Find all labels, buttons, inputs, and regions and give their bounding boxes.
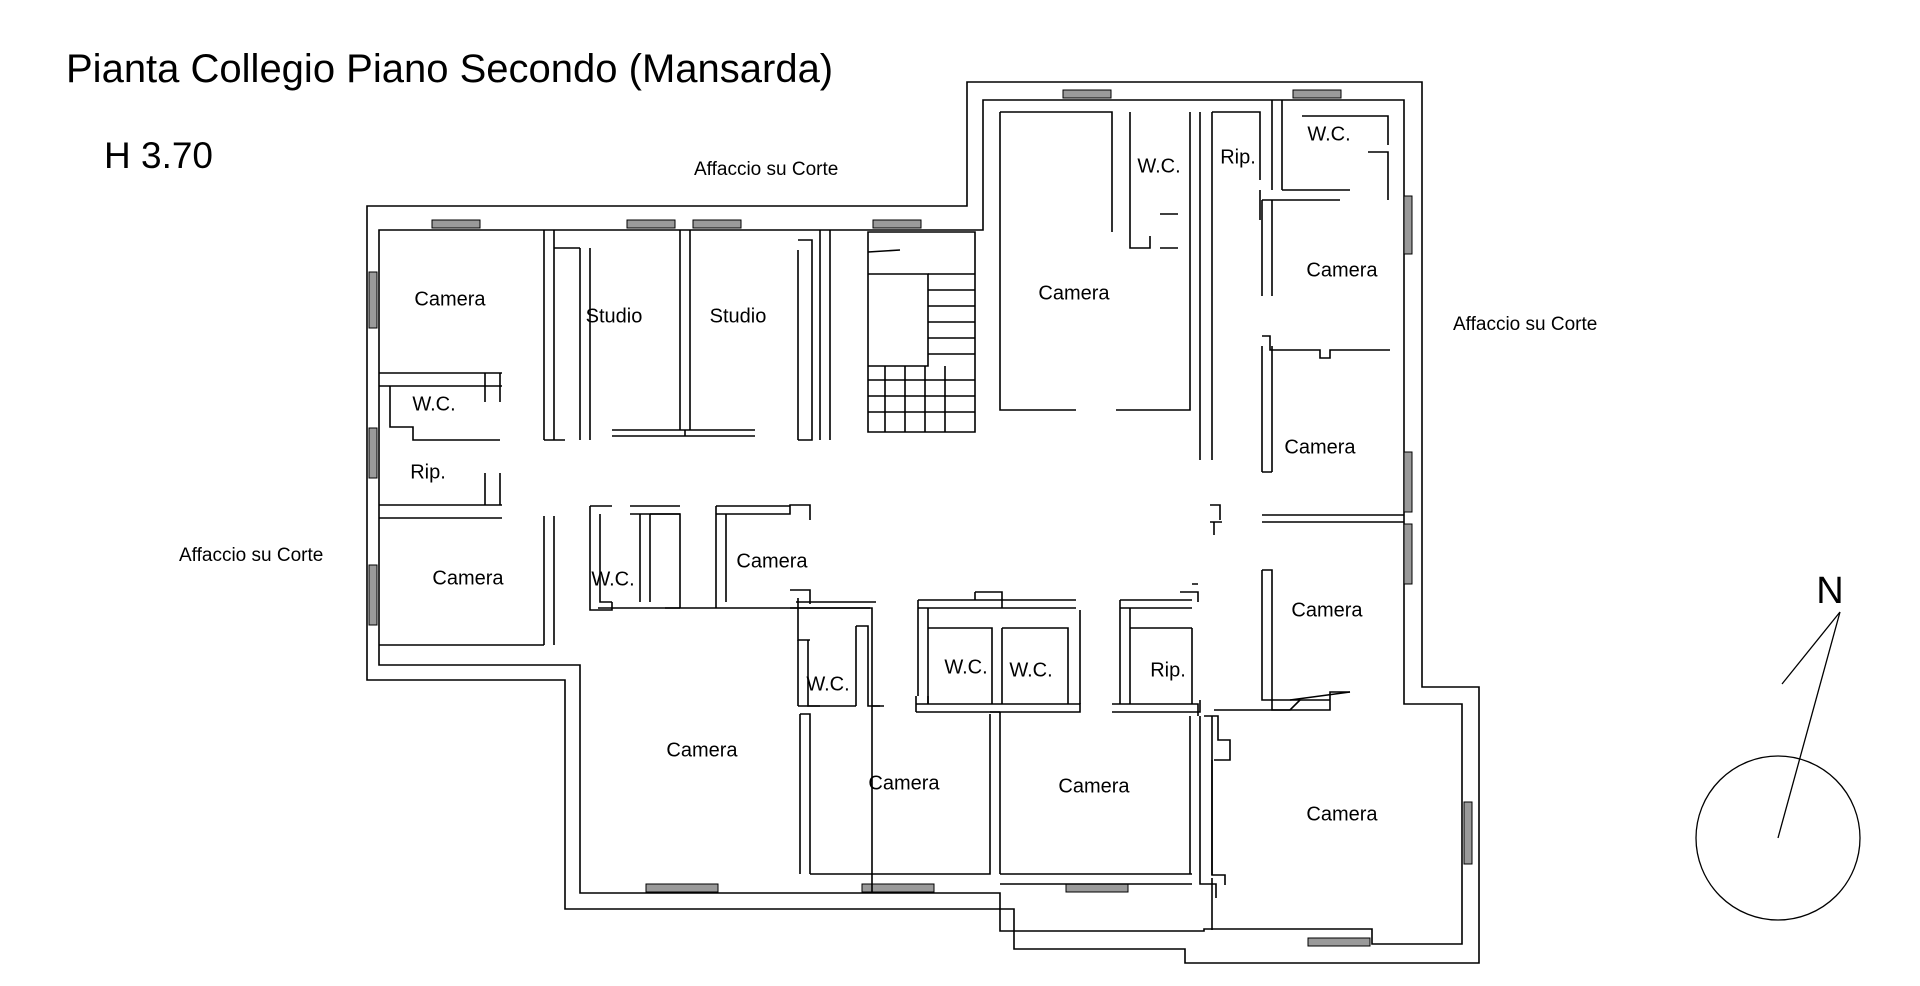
room-wc-5: W.C. — [806, 673, 849, 695]
plan-title: Pianta Collegio Piano Secondo (Mansarda) — [66, 47, 833, 91]
north-needle — [1777, 611, 1841, 839]
room-camera-5: Camera — [432, 567, 504, 589]
room-wc-1: W.C. — [1137, 155, 1180, 177]
room-camera-7: Camera — [1306, 803, 1378, 825]
room-camera-10: Camera — [1058, 775, 1130, 797]
room-camera-8: Camera — [666, 739, 738, 761]
room-studio-1: Studio — [586, 305, 643, 327]
interior-walls — [379, 100, 1404, 930]
room-camera-6: Camera — [1291, 599, 1363, 621]
room-rip-2: Rip. — [410, 461, 446, 483]
room-camera-3: Camera — [1306, 259, 1378, 281]
room-wc-2: W.C. — [1307, 123, 1350, 145]
room-rip-3: Camera — [736, 550, 808, 572]
courtyard-label-left: Affaccio su Corte — [179, 545, 323, 566]
room-rip-1: Rip. — [1220, 146, 1256, 168]
north-needle-tip — [1781, 611, 1841, 685]
room-camera-4: Camera — [1284, 436, 1356, 458]
windows — [368, 89, 1473, 947]
north-arrow: N — [1695, 570, 1861, 921]
room-camera-9: Camera — [868, 772, 940, 794]
room-wc-8: Rip. — [1150, 659, 1186, 681]
north-label: N — [1816, 570, 1843, 612]
courtyard-label-top: Affaccio su Corte — [694, 159, 838, 180]
height-label: H 3.70 — [104, 135, 213, 176]
room-studio-2: Studio — [710, 305, 767, 327]
room-camera-1: Camera — [414, 288, 486, 310]
room-wc-6: W.C. — [944, 656, 987, 678]
room-wc-4: W.C. — [591, 568, 634, 590]
room-labels: Camera Studio Studio Camera W.C. Rip. W.… — [410, 123, 1378, 825]
outer-wall — [366, 81, 1480, 964]
courtyard-label-right: Affaccio su Corte — [1453, 314, 1597, 335]
room-wc-3: W.C. — [412, 393, 455, 415]
compass-circle — [1695, 755, 1861, 921]
room-wc-7: W.C. — [1009, 659, 1052, 681]
room-camera-2: Camera — [1038, 282, 1110, 304]
